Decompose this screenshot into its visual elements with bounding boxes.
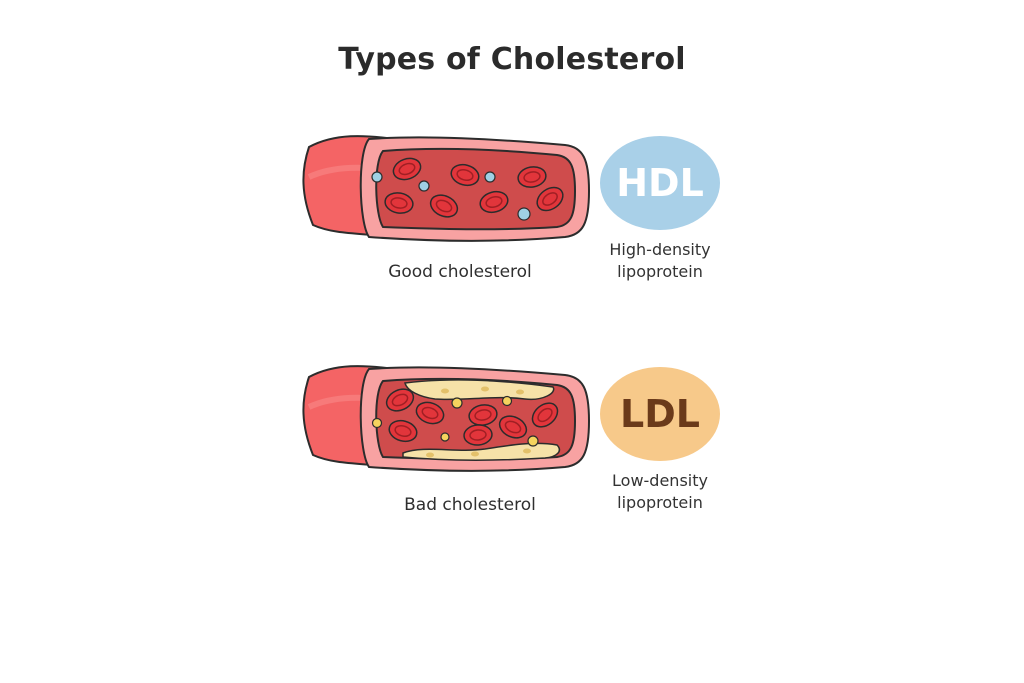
hdl-badge-label: HDL — [616, 161, 704, 205]
hdl-description-line: High-density — [575, 239, 745, 261]
page-title: Types of Cholesterol — [0, 42, 1024, 77]
ldl-description-line: Low-density — [575, 470, 745, 492]
healthy-artery-illustration — [295, 115, 595, 255]
ldl-badge-label: LDL — [620, 392, 700, 436]
ldl-description: Low-density lipoprotein — [575, 470, 745, 514]
clogged-artery-illustration — [295, 345, 595, 485]
hdl-description: High-density lipoprotein — [575, 239, 745, 283]
ldl-description-line: lipoprotein — [575, 492, 745, 514]
good-cholesterol-caption: Good cholesterol — [310, 262, 610, 282]
ldl-badge: LDL — [600, 367, 720, 461]
hdl-description-line: lipoprotein — [575, 261, 745, 283]
hdl-badge: HDL — [600, 136, 720, 230]
